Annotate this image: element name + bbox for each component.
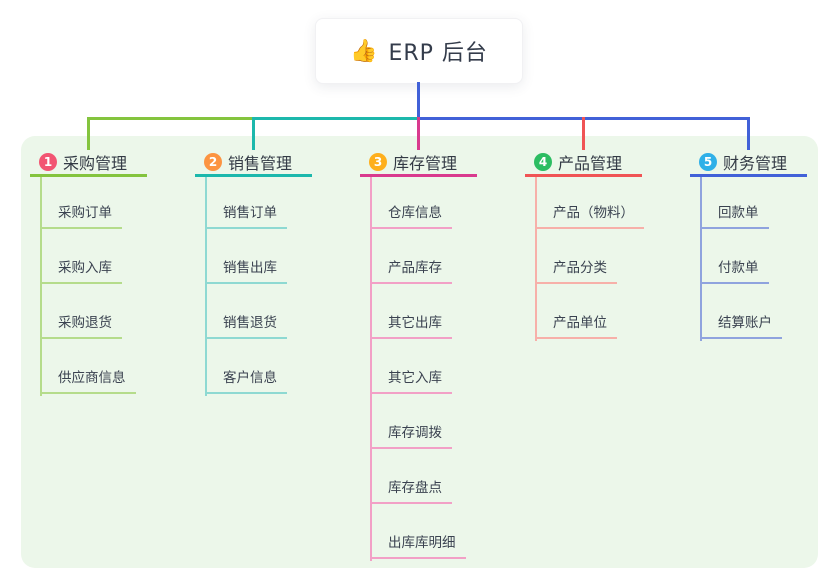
- child-node[interactable]: 销售订单: [205, 201, 287, 229]
- child-node[interactable]: 出库库明细: [370, 531, 466, 559]
- child-trunk-line: [535, 177, 537, 341]
- branch-node[interactable]: 1 采购管理: [30, 149, 147, 177]
- branch-node[interactable]: 5 财务管理: [690, 149, 807, 177]
- branch-number-badge: 1: [39, 152, 57, 171]
- branch-node-label: 销售管理: [228, 153, 293, 173]
- child-trunk-line: [40, 177, 42, 396]
- branch-node[interactable]: 3 库存管理: [360, 149, 477, 177]
- branch-number-badge: 5: [699, 152, 717, 171]
- child-node[interactable]: 其它出库: [370, 311, 452, 339]
- child-node[interactable]: 采购入库: [40, 256, 122, 284]
- child-trunk-line: [700, 177, 702, 341]
- child-node[interactable]: 结算账户: [700, 311, 782, 339]
- branch-connector-green: [87, 117, 254, 120]
- child-node[interactable]: 采购退货: [40, 311, 122, 339]
- child-node[interactable]: 销售出库: [205, 256, 287, 284]
- child-node[interactable]: 其它入库: [370, 366, 452, 394]
- child-trunk-line: [370, 177, 372, 561]
- child-node[interactable]: 库存调拨: [370, 421, 452, 449]
- child-node[interactable]: 库存盘点: [370, 476, 452, 504]
- child-node[interactable]: 供应商信息: [40, 366, 136, 394]
- child-node[interactable]: 产品分类: [535, 256, 617, 284]
- child-node[interactable]: 仓库信息: [370, 201, 452, 229]
- branch-drop-line: [747, 117, 750, 150]
- branch-node-label: 采购管理: [63, 153, 128, 173]
- branch-node-label: 财务管理: [723, 153, 788, 173]
- child-node[interactable]: 销售退货: [205, 311, 287, 339]
- branch-number-badge: 2: [204, 152, 222, 171]
- branch-number-badge: 4: [534, 152, 552, 171]
- child-node[interactable]: 付款单: [700, 256, 769, 284]
- branch-node[interactable]: 4 产品管理: [525, 149, 642, 177]
- branch-drop-line: [87, 117, 90, 150]
- branch-drop-line: [582, 117, 585, 150]
- branches-panel: [21, 136, 818, 568]
- branch-drop-line: [417, 117, 420, 150]
- child-node[interactable]: 采购订单: [40, 201, 122, 229]
- child-node[interactable]: 产品库存: [370, 256, 452, 284]
- child-node[interactable]: 客户信息: [205, 366, 287, 394]
- branch-drop-line: [252, 117, 255, 150]
- branch-number-badge: 3: [369, 152, 387, 171]
- child-trunk-line: [205, 177, 207, 396]
- thumbs-up-icon: 👍: [350, 38, 379, 64]
- branch-node-label: 库存管理: [393, 153, 458, 173]
- child-node[interactable]: 产品（物料）: [535, 201, 644, 229]
- child-node[interactable]: 回款单: [700, 201, 769, 229]
- root-connector-line: [417, 82, 420, 120]
- child-node[interactable]: 产品单位: [535, 311, 617, 339]
- root-node[interactable]: 👍 ERP 后台: [315, 18, 523, 84]
- branch-connector-teal: [252, 117, 419, 120]
- branch-node-label: 产品管理: [558, 153, 623, 173]
- branch-node[interactable]: 2 销售管理: [195, 149, 312, 177]
- root-node-label: ERP 后台: [388, 41, 488, 66]
